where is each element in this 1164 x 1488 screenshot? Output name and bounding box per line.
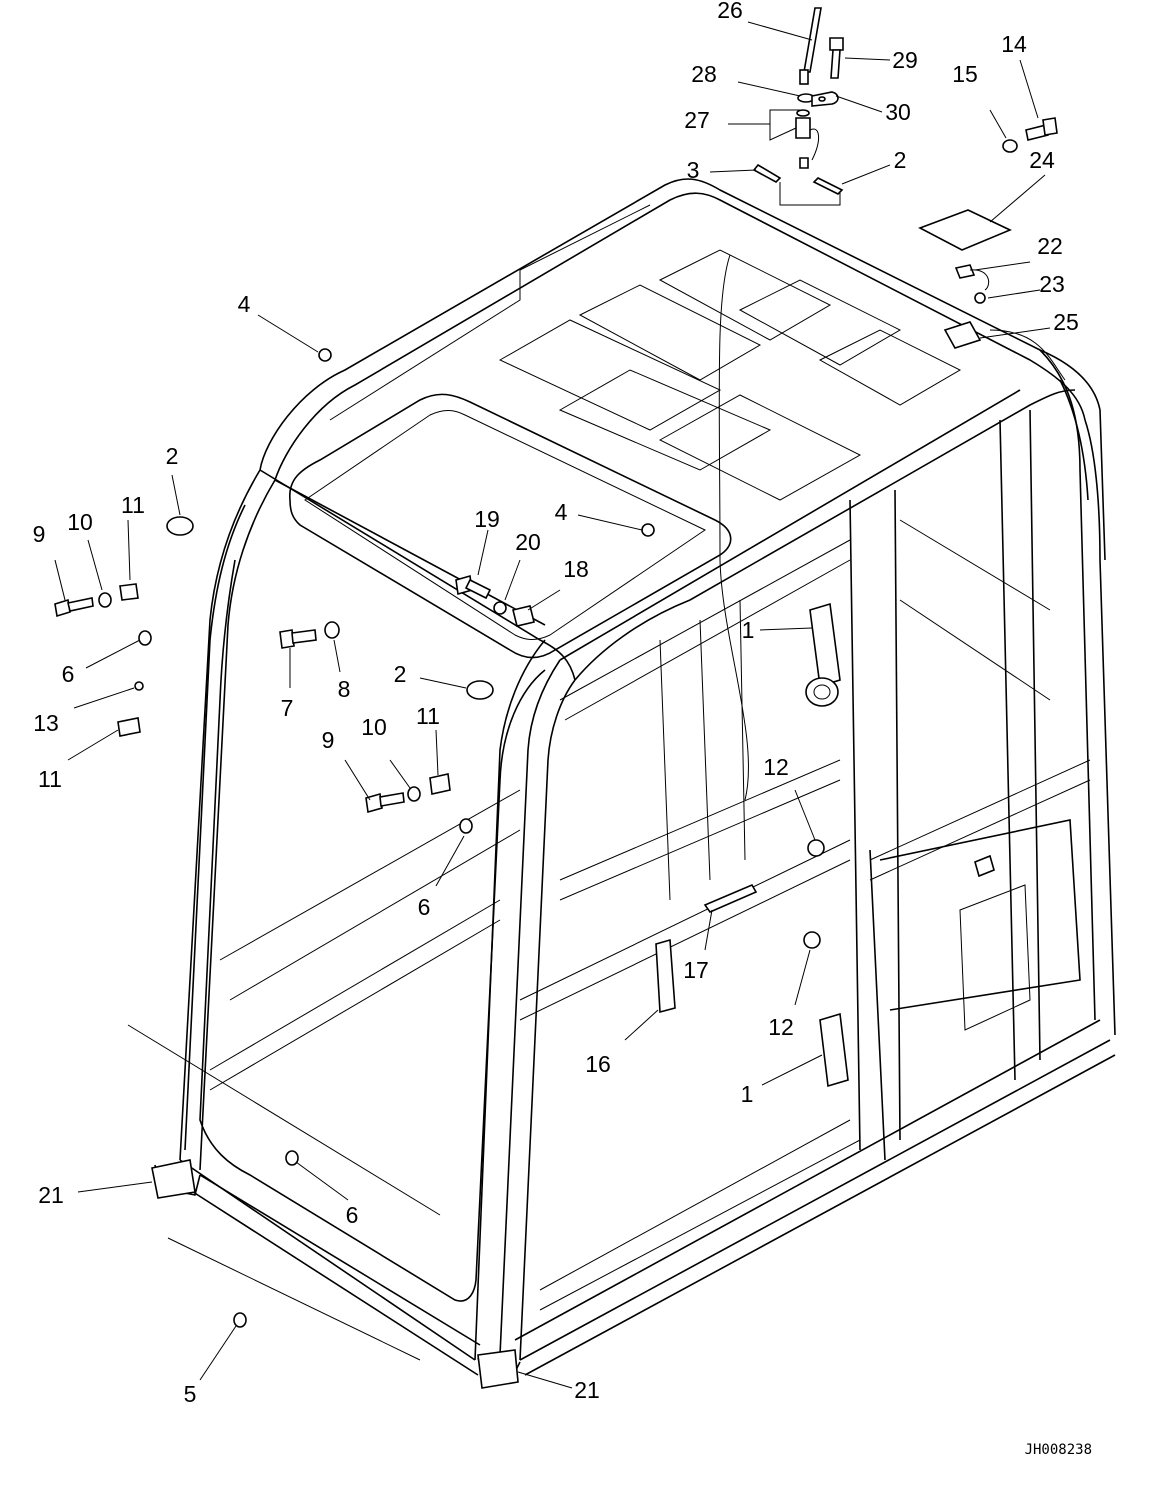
callout-15: 15	[952, 61, 978, 87]
callout-27: 27	[684, 107, 710, 133]
exploded-parts	[54, 7, 1058, 1389]
callout-16: 16	[585, 1051, 611, 1077]
callout-13: 13	[33, 710, 59, 736]
callout-9-left: 9	[33, 521, 46, 547]
callout-7: 7	[281, 695, 294, 721]
callout-12-upper: 12	[763, 754, 789, 780]
callout-24: 24	[1029, 147, 1055, 173]
callout-14: 14	[1001, 31, 1027, 57]
callout-6-left: 6	[62, 661, 75, 687]
drawing-code: JH008238	[1025, 1442, 1092, 1458]
callout-10-left: 10	[67, 509, 93, 535]
callout-25: 25	[1053, 309, 1079, 335]
callout-22: 22	[1037, 233, 1063, 259]
leader-lines	[54, 21, 1051, 1389]
callout-6-lower: 6	[346, 1202, 359, 1228]
callout-8: 8	[338, 676, 351, 702]
callout-1-upper: 1	[742, 617, 755, 643]
callout-2-center: 2	[394, 661, 407, 687]
callout-11-center: 11	[416, 703, 440, 729]
callout-9-center: 9	[322, 727, 335, 753]
callout-20: 20	[515, 529, 541, 555]
callout-12-lower: 12	[768, 1014, 794, 1040]
callout-2-top: 2	[894, 147, 907, 173]
callout-5: 5	[184, 1381, 197, 1407]
callout-30: 30	[885, 99, 911, 125]
callout-26: 26	[717, 0, 743, 23]
callout-4-left: 4	[238, 291, 251, 317]
callout-29: 29	[892, 47, 918, 73]
callout-11-left-upper: 11	[121, 492, 145, 518]
callout-6-center: 6	[418, 894, 431, 920]
callout-2-left: 2	[166, 443, 179, 469]
callout-19: 19	[474, 506, 500, 532]
callout-1-lower: 1	[741, 1081, 754, 1107]
callout-28: 28	[691, 61, 717, 87]
callout-23: 23	[1039, 271, 1065, 297]
callout-10-center: 10	[361, 714, 387, 740]
callout-18: 18	[563, 556, 589, 582]
callout-11-left-lower: 11	[38, 766, 62, 792]
callout-labels: 26 29 28 30 27 3 2 15 14 24 22 23 25 4 2…	[33, 0, 1079, 1407]
callout-21-left: 21	[38, 1182, 64, 1208]
callout-3: 3	[687, 157, 700, 183]
callout-17: 17	[683, 957, 709, 983]
callout-21-right: 21	[574, 1377, 600, 1403]
cab-frame	[154, 178, 1116, 1383]
callout-4-center: 4	[555, 499, 568, 525]
